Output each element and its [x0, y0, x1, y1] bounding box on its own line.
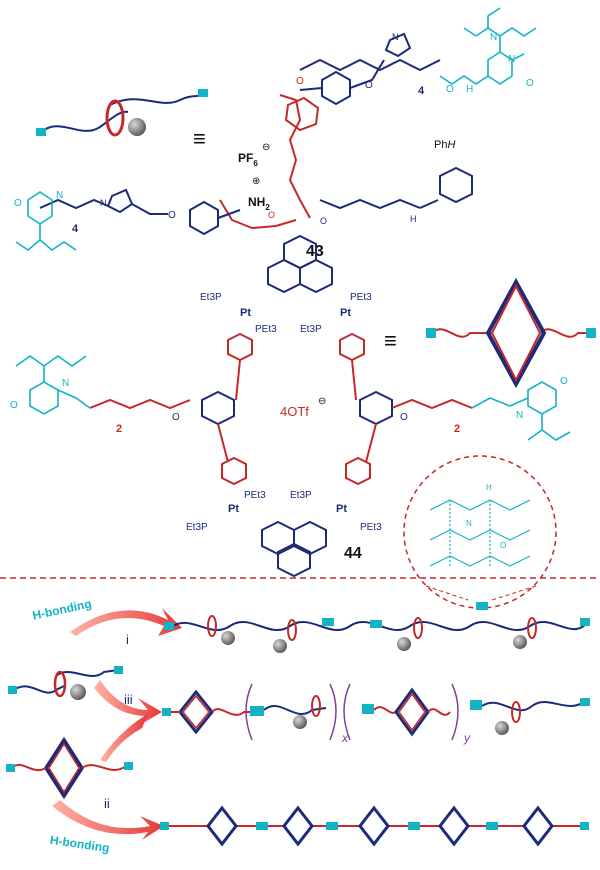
ligand-label: PEt3	[255, 324, 277, 335]
spacer-count: 2	[454, 423, 460, 435]
upy-block-icon	[36, 128, 46, 136]
ligand-label: PEt3	[244, 490, 266, 501]
otf-label: 4OTf	[280, 404, 309, 419]
atom-label: O	[500, 541, 506, 550]
bracket-subscript-x: x	[341, 731, 349, 745]
atom-label: N	[100, 198, 107, 208]
pt-label: Pt	[240, 307, 251, 319]
rotaxane-cartoon-43	[36, 89, 208, 137]
atom-label: O	[10, 400, 18, 411]
route-ii-arrow: ii H-bonding	[49, 796, 164, 855]
atom-label: O	[268, 210, 275, 220]
atom-label: N	[62, 378, 69, 389]
anion-charge: ⊖	[262, 142, 270, 153]
atom-label: H	[486, 483, 492, 492]
atom-label: O	[400, 412, 408, 423]
upy-block-icon	[198, 89, 208, 97]
atom-label: N	[466, 519, 472, 528]
route-label-ii: ii	[104, 796, 110, 811]
atom-label: N	[490, 32, 497, 43]
atom-label: N	[56, 190, 63, 201]
ligand-label: Et3P	[200, 292, 222, 303]
monomer-43-cartoon	[8, 666, 123, 700]
hbonding-label: H-bonding	[31, 597, 93, 623]
pf6-label: PF6	[238, 151, 258, 168]
atom-label: O	[168, 210, 176, 221]
atom-label: O	[14, 198, 22, 209]
ligand-label: Et3P	[300, 324, 322, 335]
ammonium-label: NH2	[248, 195, 270, 212]
copolymer-chain: x y	[162, 683, 590, 745]
metallacycle-chain	[160, 805, 589, 847]
atom-label: N	[516, 410, 523, 421]
stopper-label: PhH	[434, 139, 455, 151]
atom-label: O	[446, 84, 454, 95]
pt-label: Pt	[228, 503, 239, 515]
ligand-label: PEt3	[360, 522, 382, 533]
atom-label: H	[410, 214, 417, 224]
atom-label: N	[392, 32, 399, 42]
atom-label: N	[508, 54, 515, 65]
upy-block-icon	[586, 328, 596, 338]
atom-label: O	[365, 80, 373, 91]
poly-rotaxane-chain	[164, 602, 590, 653]
atom-label: O	[560, 376, 568, 387]
hbond-magnifier: H N O	[403, 455, 557, 609]
structure-43: N N O H O 4 N O O O PF6 ⊖ ⊕ NH2 O 4 N	[14, 7, 537, 260]
pt-label: Pt	[336, 503, 347, 515]
atom-label: O	[172, 412, 180, 423]
ligand-label: Et3P	[290, 490, 312, 501]
cation-charge: ⊕	[252, 176, 260, 187]
structure-44: Pt Pt Et3P PEt3 PEt3 Et3P Pt Pt PEt3 Et3…	[10, 234, 571, 578]
compound-number-43: 43	[306, 243, 324, 260]
hbonding-label: H-bonding	[49, 833, 110, 855]
ligand-label: Et3P	[186, 522, 208, 533]
compound-number-44: 44	[344, 545, 362, 562]
equivalence-symbol: ≡	[384, 328, 397, 353]
upy-block-icon	[426, 328, 436, 338]
spacer-count: 2	[116, 423, 122, 435]
anion-charge: ⊖	[318, 396, 326, 407]
atom-label: H	[466, 84, 473, 95]
equivalence-symbol: ≡	[193, 126, 206, 151]
atom-label: O	[296, 76, 304, 87]
route-i-arrow: H-bonding i	[31, 597, 182, 647]
spacer-count: 4	[418, 85, 425, 97]
ligand-label: PEt3	[350, 292, 372, 303]
route-iii-arrow: iii	[94, 680, 162, 762]
monomer-44-cartoon	[6, 736, 133, 800]
pt-label: Pt	[340, 307, 351, 319]
atom-label: O	[526, 78, 534, 89]
atom-label: O	[320, 216, 327, 226]
bracket-subscript-y: y	[463, 731, 471, 745]
dimer-cartoon-44	[426, 277, 596, 389]
spacer-count: 4	[72, 223, 79, 235]
route-label-i: i	[126, 632, 129, 647]
route-label-iii: iii	[124, 692, 133, 707]
